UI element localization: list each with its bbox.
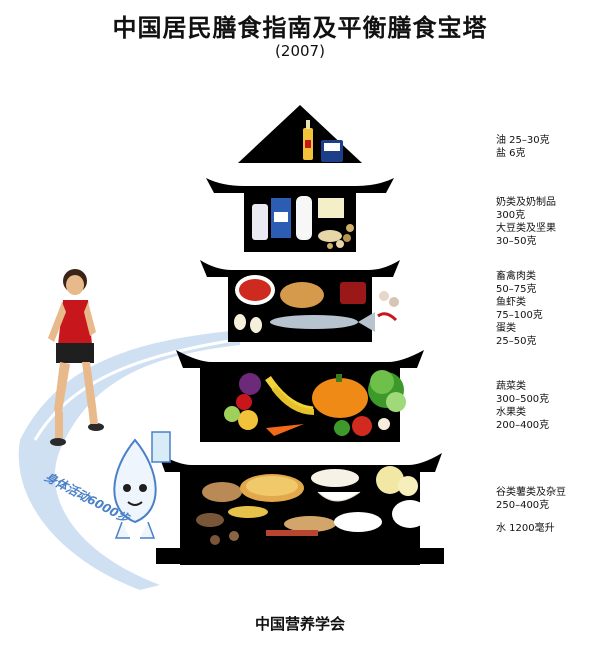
water-drop-mascot — [113, 431, 171, 539]
tier2-line: 奶类及奶制品 — [496, 197, 556, 208]
runner-figure — [48, 269, 104, 446]
oil-salt-icons — [303, 120, 343, 162]
tier1-line: 油 25–30克 — [496, 135, 550, 146]
tier3-line: 畜禽肉类 — [496, 271, 536, 282]
tier2-line: 30–50克 — [496, 236, 537, 247]
tier4-line: 蔬菜类 — [496, 381, 526, 392]
tier2-line: 大豆类及坚果 — [496, 223, 556, 234]
dairy-soy-icons — [252, 196, 354, 249]
publisher-footer: 中国营养学会 — [254, 615, 345, 633]
tier4-line: 水果类 — [496, 407, 526, 418]
tier4-label: 蔬菜类 300–500克 水果类 200–400克 — [496, 380, 549, 432]
tier1-label: 油 25–30克 盐 6克 — [496, 134, 550, 160]
tier5-line: 谷类薯类及杂豆 — [496, 487, 566, 498]
tier5-line: 250–400克 — [496, 500, 550, 511]
tier3-label: 畜禽肉类 50–75克 鱼虾类 75–100克 蛋类 25–50克 — [496, 270, 543, 348]
tier3-line: 25–50克 — [496, 336, 537, 347]
tier2-label: 奶类及奶制品 300克 大豆类及坚果 30–50克 — [496, 196, 556, 248]
tier3-line: 50–75克 — [496, 284, 537, 295]
tier3-line: 鱼虾类 — [496, 297, 526, 308]
grain-icons — [196, 466, 428, 545]
page-title: 中国居民膳食指南及平衡膳食宝塔 — [112, 14, 488, 42]
year-subtitle: (2007) — [275, 42, 325, 60]
tier4-line: 200–400克 — [496, 420, 550, 431]
tier4-line: 300–500克 — [496, 394, 550, 405]
tier3-line: 蛋类 — [496, 323, 516, 334]
tier1-line: 盐 6克 — [496, 148, 526, 159]
tier3-line: 75–100克 — [496, 310, 543, 321]
vegetable-fruit-icons — [224, 370, 406, 436]
meat-fish-egg-icons — [234, 275, 399, 333]
tier5-label: 谷类薯类及杂豆 250–400克 — [496, 486, 566, 512]
tier2-line: 300克 — [496, 210, 526, 221]
water-label: 水 1200毫升 — [496, 523, 555, 534]
